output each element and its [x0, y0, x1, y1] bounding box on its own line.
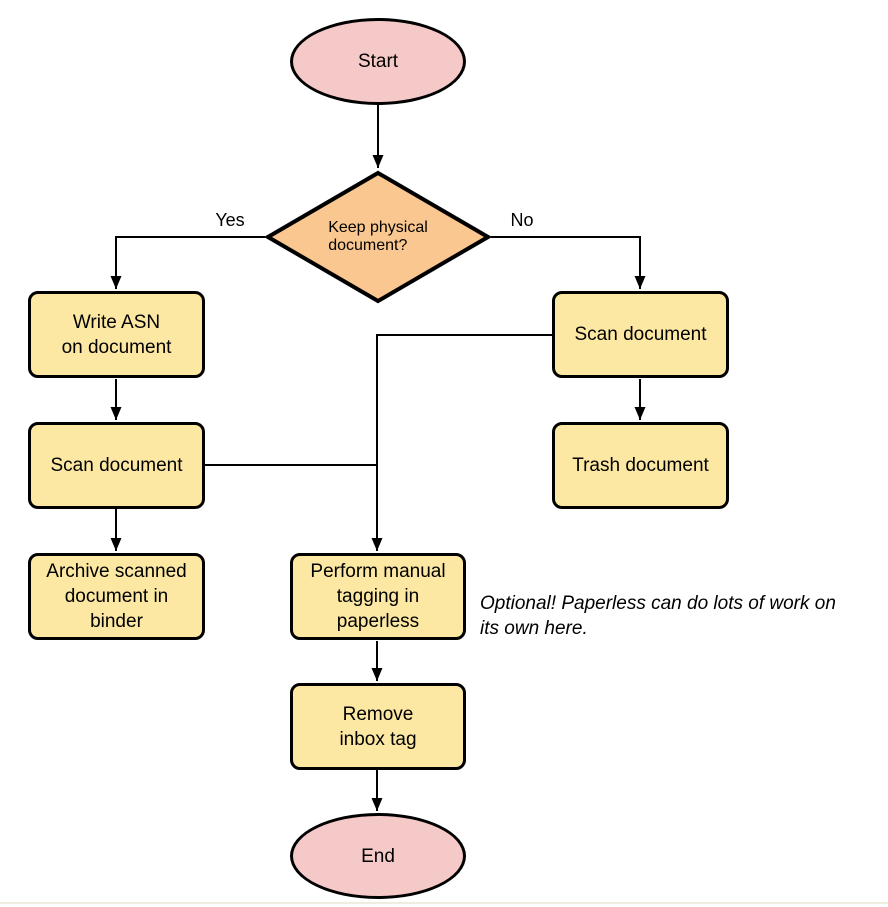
- node-remove-inbox-tag: Remove inbox tag: [290, 683, 466, 770]
- node-write-asn: Write ASN on document: [28, 291, 205, 378]
- node-manual-tagging: Perform manual tagging in paperless: [290, 553, 466, 640]
- node-scan-document-right: Scan document: [552, 291, 729, 378]
- edge-label-yes: Yes: [215, 210, 245, 230]
- optional-note: Optional! Paperless can do lots of work …: [480, 593, 836, 639]
- node-write-asn-label: Write ASN on document: [61, 311, 172, 358]
- node-scan-document-left-label: Scan document: [50, 455, 183, 476]
- node-trash-document: Trash document: [552, 422, 729, 509]
- node-end-label: End: [361, 845, 395, 867]
- node-scan-document-right-label: Scan document: [574, 324, 707, 345]
- node-decision: Keep physical document?: [265, 170, 491, 304]
- edge-scan-right-tagging: [371, 334, 552, 551]
- node-archive-binder-label: Archive scanned document in binder: [46, 561, 187, 632]
- node-start-label: Start: [357, 51, 399, 72]
- node-start: Start: [290, 18, 466, 105]
- node-remove-inbox-tag-label: Remove inbox tag: [339, 703, 417, 750]
- node-decision-label: Keep physical document?: [328, 219, 428, 254]
- node-trash-document-label: Trash document: [572, 455, 709, 476]
- node-manual-tagging-label: Perform manual tagging in paperless: [310, 561, 446, 632]
- node-archive-binder: Archive scanned document in binder: [28, 553, 205, 640]
- edge-label-no: No: [510, 210, 534, 230]
- edge-decision-scan-right: [491, 236, 646, 289]
- edge-decision-write-asn: [110, 236, 265, 289]
- node-end: End: [290, 813, 466, 899]
- decision-diamond-shape: [265, 170, 491, 304]
- node-scan-document-left: Scan document: [28, 422, 205, 509]
- page-bottom-edge: [0, 902, 888, 904]
